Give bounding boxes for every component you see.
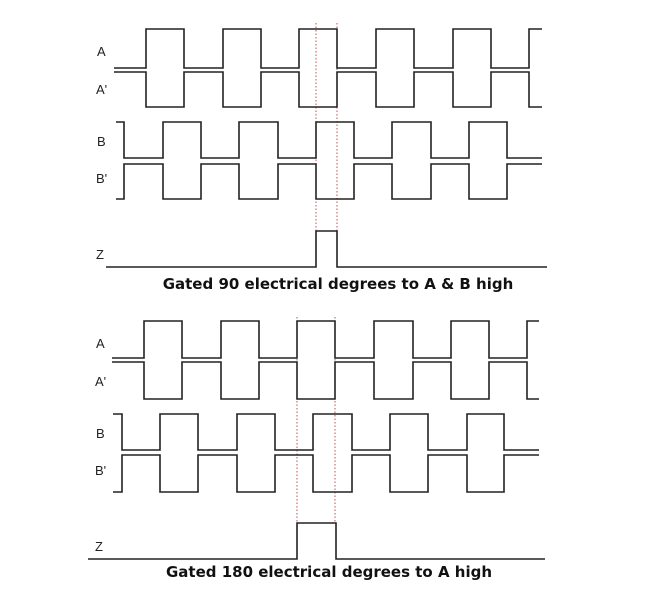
- label-a: A: [97, 44, 106, 59]
- waveform-a-bar: [114, 71, 542, 108]
- waveform-b-bar: [113, 454, 539, 493]
- label-b-bar: B': [95, 463, 106, 478]
- diagram-gated-180: A A' B B' Z Gated 180 electrical degrees…: [88, 317, 545, 581]
- waveform-b: [113, 413, 539, 451]
- waveform-z: [88, 522, 545, 560]
- waveform-a-bar: [112, 361, 539, 400]
- label-z: Z: [95, 539, 103, 554]
- label-a-bar: A': [95, 374, 106, 389]
- caption-gated-90: Gated 90 electrical degrees to A & B hig…: [163, 275, 514, 293]
- label-b: B: [96, 426, 105, 441]
- caption-gated-180: Gated 180 electrical degrees to A high: [166, 563, 492, 581]
- diagram-gated-90: A A' B B' Z Gated 90 electrical degrees …: [96, 23, 547, 293]
- waveform-b-bar: [116, 163, 542, 200]
- label-a: A: [96, 336, 105, 351]
- waveform-z: [106, 230, 547, 268]
- label-z: Z: [96, 247, 104, 262]
- waveform-a: [112, 320, 539, 359]
- label-b: B: [97, 134, 106, 149]
- label-a-bar: A': [96, 82, 107, 97]
- waveform-b: [116, 121, 542, 159]
- waveform-a: [114, 28, 542, 69]
- label-b-bar: B': [96, 171, 107, 186]
